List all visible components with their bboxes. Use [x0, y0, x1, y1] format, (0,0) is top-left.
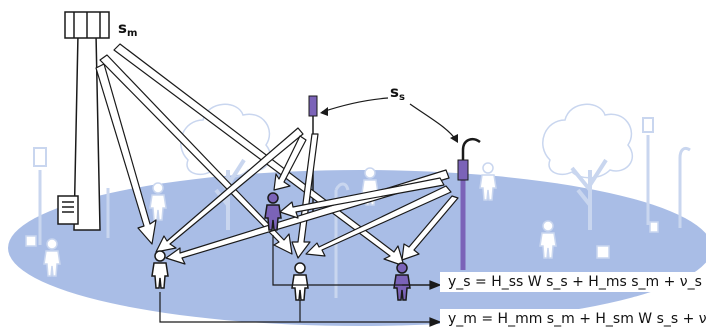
small-signal-label: ss: [390, 83, 405, 103]
small-cell-equation: y_s = H_ss W s_s + H_ms s_m + ν_s: [440, 272, 706, 292]
macro-cell-equation: y_m = H_mm s_m + H_sm W s_s + ν_p: [440, 309, 706, 329]
small-signal-pointer-heads: [320, 107, 458, 143]
small-cell-equation-text: y_s = H_ss W s_s + H_ms s_m + ν_s: [448, 274, 702, 290]
macro-signal-label: sm: [118, 19, 137, 39]
macro-cell-equation-text: y_m = H_mm s_m + H_sm W s_s + ν_p: [448, 311, 706, 327]
small-signal-pointers: [322, 98, 456, 140]
